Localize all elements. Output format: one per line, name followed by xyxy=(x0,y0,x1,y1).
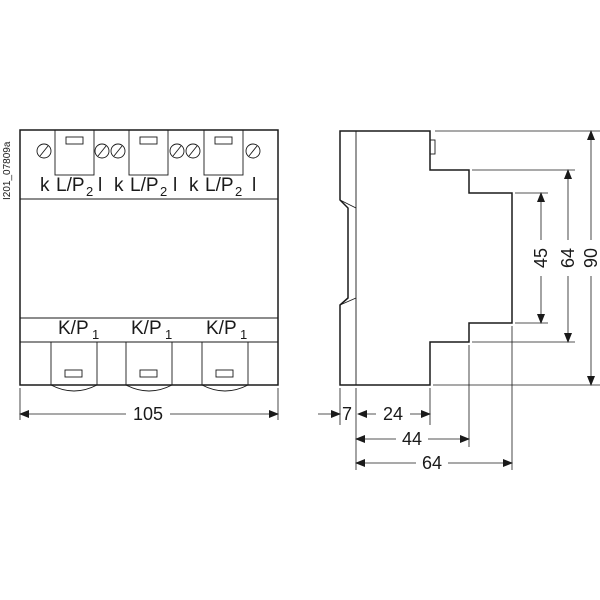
drawing-code-label: I201_07809a xyxy=(2,141,13,200)
terminal-label-subscript: 2 xyxy=(86,184,93,199)
bottom-terminal-curve xyxy=(50,384,98,392)
dimension-label-7: 7 xyxy=(342,404,352,424)
dimension-label-105: 105 xyxy=(133,404,163,424)
dimension-24: 24 xyxy=(357,404,431,424)
terminal-label-lp: L/P xyxy=(56,175,85,196)
terminal-label-k: k xyxy=(114,175,124,196)
screw-icon xyxy=(36,143,52,159)
front-view: k L/P 2 l k L/P 2 l k L/P 2 l K/P 1 K/P … xyxy=(19,129,279,424)
terminal-label-lp: L/P xyxy=(130,175,159,196)
dimension-label-90: 90 xyxy=(581,248,600,268)
terminal-label-subscript: 1 xyxy=(240,327,247,342)
dimension-44: 44 xyxy=(355,429,470,449)
top-terminal-slot xyxy=(214,136,233,145)
dimension-90: 90 xyxy=(581,130,600,386)
side-latch xyxy=(429,139,436,155)
top-terminal-labels-3: k L/P 2 l xyxy=(189,175,256,199)
side-view: 7 24 44 64 45 64 xyxy=(318,130,600,473)
top-terminal-labels-2: k L/P 2 l xyxy=(114,175,177,199)
bottom-terminal-module-1 xyxy=(50,341,98,392)
front-housing-outline xyxy=(19,129,279,386)
terminal-label-subscript: 2 xyxy=(160,184,167,199)
top-terminal-box xyxy=(203,129,244,176)
terminal-label-subscript: 1 xyxy=(165,327,172,342)
bottom-terminal-slot xyxy=(64,369,83,378)
bottom-terminal-labels-2: K/P 1 xyxy=(131,318,172,342)
bottom-terminal-slot xyxy=(215,369,234,378)
terminal-label-l: l xyxy=(98,175,102,196)
top-terminal-labels-1: k L/P 2 l xyxy=(40,175,102,199)
dimension-label-64-vertical: 64 xyxy=(558,248,578,268)
screw-icon xyxy=(245,143,261,159)
terminal-label-l: l xyxy=(252,175,256,196)
dimension-label-45: 45 xyxy=(531,248,551,268)
dimension-64-horizontal: 64 xyxy=(355,453,513,473)
screw-icon xyxy=(110,143,126,159)
top-terminal-slot xyxy=(139,136,158,145)
dimension-45: 45 xyxy=(531,192,551,324)
terminal-label-kp: K/P xyxy=(131,318,162,339)
top-terminal-module-1 xyxy=(54,129,95,176)
side-profile-outline xyxy=(339,130,513,386)
bottom-terminal-module-2 xyxy=(125,341,173,392)
terminal-label-subscript: 1 xyxy=(92,327,99,342)
dimension-105: 105 xyxy=(19,388,279,424)
bottom-terminal-labels-3: K/P 1 xyxy=(206,318,247,342)
top-terminal-box xyxy=(128,129,169,176)
terminal-label-subscript: 2 xyxy=(235,184,242,199)
terminal-label-kp: K/P xyxy=(58,318,89,339)
bottom-terminal-labels-1: K/P 1 xyxy=(58,318,99,342)
din-rail-clip xyxy=(339,199,357,306)
bottom-terminal-slot xyxy=(139,369,158,378)
bottom-terminal-curve xyxy=(125,384,173,392)
bottom-terminal-box xyxy=(125,341,173,386)
bottom-terminal-module-3 xyxy=(201,341,249,392)
top-terminal-box xyxy=(54,129,95,176)
screw-icon xyxy=(94,143,110,159)
dimension-label-44: 44 xyxy=(402,429,422,449)
terminal-label-lp: L/P xyxy=(205,175,234,196)
screw-icon xyxy=(185,143,201,159)
terminal-label-k: k xyxy=(40,175,50,196)
dimension-label-64-horizontal: 64 xyxy=(422,453,442,473)
bottom-terminal-box xyxy=(201,341,249,386)
bottom-terminal-box xyxy=(50,341,98,386)
terminal-label-k: k xyxy=(189,175,199,196)
dimension-label-24: 24 xyxy=(383,404,403,424)
terminal-label-kp: K/P xyxy=(206,318,237,339)
dimension-64-vertical: 64 xyxy=(558,169,578,343)
top-terminal-module-3 xyxy=(203,129,244,176)
dimension-7: 7 xyxy=(318,404,352,424)
bottom-terminal-curve xyxy=(201,384,249,392)
top-terminal-module-2 xyxy=(128,129,169,176)
top-terminal-slot xyxy=(65,136,84,145)
screw-icon xyxy=(169,143,185,159)
terminal-label-l: l xyxy=(173,175,177,196)
